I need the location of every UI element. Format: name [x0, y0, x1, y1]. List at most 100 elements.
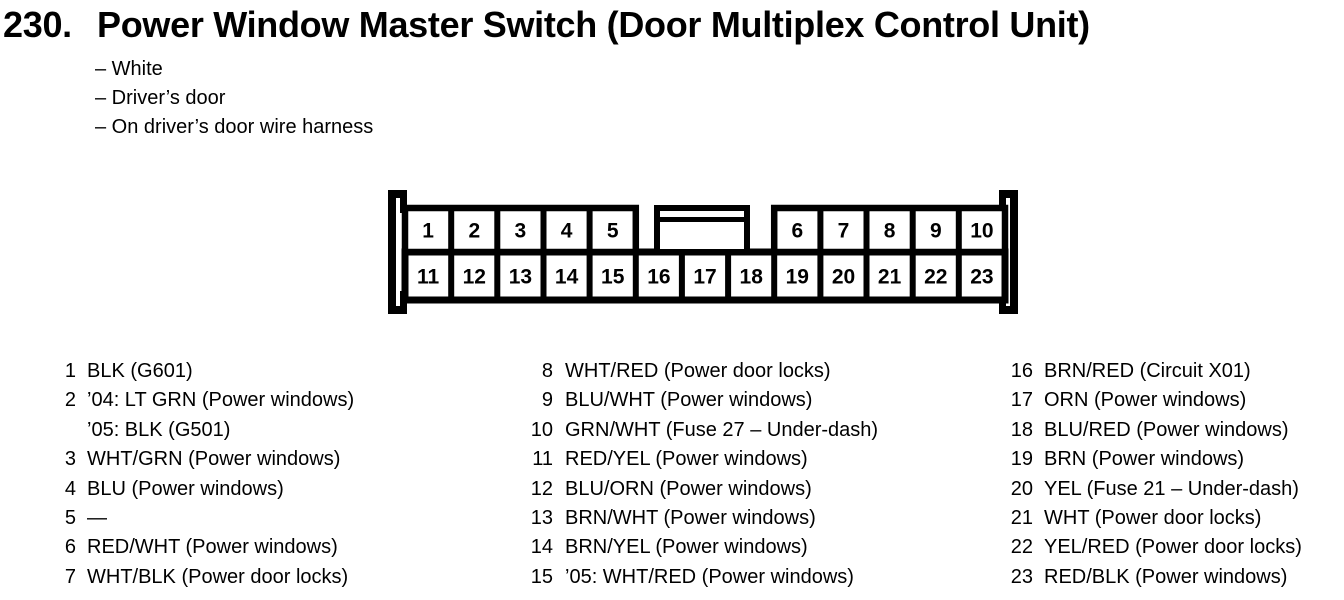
legend-row: 20 YEL (Fuse 21 – Under-dash) [1005, 475, 1302, 504]
pin-cell-borders [448, 208, 962, 300]
legend-pin: 7 [64, 565, 76, 588]
wire-label: BLU (Power windows) [87, 477, 284, 500]
wire-label: BLU/RED (Power windows) [1044, 418, 1289, 441]
legend-pin: 15 [530, 565, 553, 588]
pin-number: 10 [970, 220, 993, 243]
legend-row: 8 WHT/RED (Power door locks) [525, 357, 878, 386]
pin-number: 20 [832, 266, 855, 289]
legend-column-1: 1 BLK (G601) 2 ’04: LT GRN (Power windows)… [55, 357, 354, 592]
wire-label: WHT/RED (Power door locks) [565, 360, 831, 382]
wire-label: ’04: LT GRN (Power windows) [87, 389, 355, 412]
wire-label: BRN/WHT (Power windows) [565, 506, 816, 529]
pin-number: 21 [878, 266, 902, 289]
legend-row: 4 BLU (Power windows) [55, 475, 354, 504]
wire-label: YEL/RED (Power door locks) [1044, 536, 1302, 559]
legend-row: 11 RED/YEL (Power windows) [525, 445, 878, 474]
pin-number: 23 [970, 266, 993, 289]
legend-pin: 1 [64, 360, 76, 382]
note-color: – White [95, 58, 163, 80]
section-title: Power Window Master Switch (Door Multipl… [97, 4, 1090, 45]
legend-pin: 11 [532, 448, 553, 471]
legend-row: 2 ’04: LT GRN (Power windows) [55, 386, 354, 415]
wire-label: BLU/ORN (Power windows) [565, 477, 812, 500]
pin-number: 1 [422, 220, 434, 243]
wire-label: GRN/WHT (Fuse 27 – Under-dash) [565, 418, 879, 441]
pin-number: 4 [561, 220, 573, 243]
legend-row: 15 ’05: WHT/RED (Power windows) [525, 563, 878, 592]
legend-pin: 2 [64, 389, 76, 412]
wire-label: WHT/BLK (Power door locks) [87, 565, 349, 588]
pin-number: 14 [555, 266, 579, 289]
wire-label: ORN (Power windows) [1044, 389, 1247, 412]
pin-number: 7 [838, 220, 850, 243]
pin-number: 12 [463, 266, 486, 289]
legend-pin: 9 [541, 389, 553, 412]
legend-pin: 23 [1010, 565, 1033, 588]
legend-pin: 14 [530, 536, 553, 559]
legend-pin: 16 [1010, 360, 1033, 382]
legend-row: 7 WHT/BLK (Power door locks) [55, 563, 354, 592]
connector-keyway [654, 205, 750, 255]
section-number: 230. [3, 4, 72, 45]
legend-row: 5— [55, 504, 354, 533]
legend-pin: 20 [1010, 477, 1033, 500]
legend-pin: 17 [1010, 389, 1033, 412]
legend-row: 1 BLK (G601) [55, 357, 354, 386]
wire-label: ’05: WHT/RED (Power windows) [565, 565, 854, 588]
wire-label: — [87, 506, 107, 529]
wire-label: WHT/GRN (Power windows) [87, 448, 341, 471]
pin-number: 13 [509, 266, 532, 289]
legend-row: 6 RED/WHT (Power windows) [55, 533, 354, 562]
legend-row: 10 GRN/WHT (Fuse 27 – Under-dash) [525, 416, 878, 445]
legend-pin: 22 [1010, 536, 1033, 559]
legend-row: 22 YEL/RED (Power door locks) [1005, 533, 1302, 562]
legend-row: 18 BLU/RED (Power windows) [1005, 416, 1302, 445]
pin-number: 18 [740, 266, 764, 289]
wire-label: RED/WHT (Power windows) [87, 536, 338, 559]
legend-pin: 6 [64, 536, 76, 559]
connector-diagram: 1 2 3 4 5 6 7 8 9 10 11 12 13 14 15 16 1… [388, 190, 1018, 314]
connector-top-left-row [401, 204, 640, 256]
pin-number: 16 [647, 266, 670, 289]
legend-row: 14 BRN/YEL (Power windows) [525, 533, 878, 562]
legend-pin: 21 [1010, 506, 1033, 529]
wire-label: BRN/YEL (Power windows) [565, 536, 808, 559]
legend-pin: 18 [1010, 418, 1033, 441]
legend-row: 3 WHT/GRN (Power windows) [55, 445, 354, 474]
pin-number: 8 [884, 220, 896, 243]
pin-number: 2 [468, 220, 480, 243]
legend-row: 23 RED/BLK (Power windows) [1005, 563, 1302, 592]
wire-label: RED/YEL (Power windows) [565, 448, 808, 471]
legend-pin: 3 [64, 448, 76, 471]
pin-number: 17 [693, 266, 716, 289]
legend-row: 13 BRN/WHT (Power windows) [525, 504, 878, 533]
legend-pin: 5 [64, 506, 76, 529]
wire-label: YEL (Fuse 21 – Under-dash) [1044, 477, 1299, 500]
wire-label: RED/BLK (Power windows) [1044, 565, 1288, 588]
connector-notes: – White – Driver’s door – On driver’s do… [95, 55, 373, 142]
pin-number: 15 [601, 266, 625, 289]
wire-label: BRN (Power windows) [1044, 448, 1245, 471]
connector-bottom-row [401, 248, 1009, 304]
legend-pin: 4 [64, 477, 76, 500]
pin-number: 9 [930, 220, 942, 243]
wire-label: BLK (G601) [87, 360, 193, 382]
legend-row: ’05: BLK (G501) [55, 416, 354, 445]
pin-number: 11 [417, 266, 440, 289]
pin-number: 5 [607, 220, 619, 243]
connector-top-right-row [770, 204, 1009, 256]
page-title: 230. Power Window Master Switch (Door Mu… [3, 3, 1090, 47]
legend-row: 17 ORN (Power windows) [1005, 386, 1302, 415]
legend-pin [55, 416, 76, 445]
wire-label: ’05: BLK (G501) [87, 418, 231, 441]
legend-pin: 13 [530, 506, 553, 529]
legend-pin: 10 [530, 418, 553, 441]
legend-pin: 8 [541, 360, 553, 382]
pin-number: 19 [786, 266, 809, 289]
